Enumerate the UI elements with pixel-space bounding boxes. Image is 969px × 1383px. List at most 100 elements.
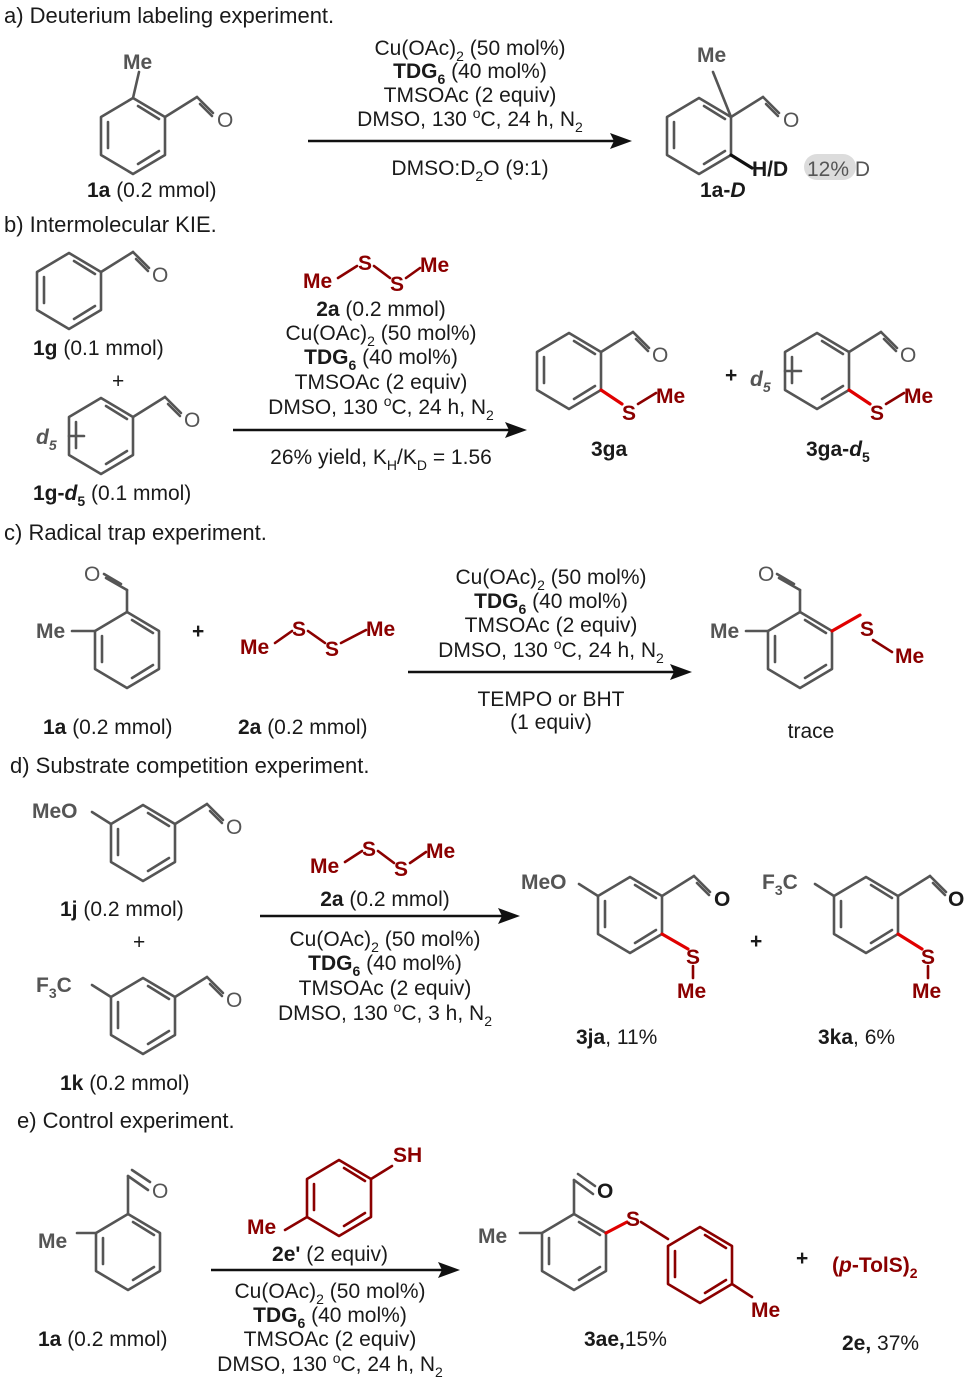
- methyl-label: Me: [656, 385, 685, 408]
- label-1a: 1a (0.2 mmol): [43, 716, 173, 739]
- sulfur-label: S: [860, 618, 874, 641]
- sulfur-label: S: [358, 252, 372, 275]
- reagent-2a: Me S S Me: [303, 252, 449, 296]
- methyl-label: Me: [123, 51, 152, 74]
- condition-solvent: DMSO, 130 oC, 24 h, N2: [268, 393, 494, 423]
- methoxy-label: MeO: [32, 800, 78, 823]
- conditions-a: Cu(OAc)2 (50 mol%) TDG6 (40 mol%) TMSOAc…: [308, 37, 632, 184]
- sulfur-label: S: [390, 273, 404, 296]
- section-b-title: b) Intermolecular KIE.: [4, 212, 217, 237]
- sulfur-label: S: [394, 858, 408, 881]
- plus-sign: +: [796, 1247, 808, 1270]
- plus-sign: +: [725, 364, 737, 387]
- label-1g-d5: 1g-d5 (0.1 mmol): [33, 482, 191, 509]
- sulfur-label: S: [362, 838, 376, 861]
- oxygen-label: O: [714, 888, 730, 911]
- reagent-2a: Me S S Me: [310, 838, 455, 881]
- label-1a: 1a (0.2 mmol): [38, 1328, 168, 1351]
- label-3ga: 3ga: [591, 438, 628, 461]
- section-a: a) Deuterium labeling experiment. Me O 1…: [4, 3, 870, 202]
- methyl-label: Me: [912, 980, 941, 1003]
- hd-label: H/D: [752, 158, 788, 181]
- plus-sign: +: [192, 620, 204, 643]
- label-1j: 1j (0.2 mmol): [60, 898, 184, 921]
- section-b: b) Intermolecular KIE. O 1g (0.1 mmol) +…: [4, 212, 933, 509]
- methyl-label: Me: [420, 254, 449, 277]
- oxygen-label: O: [783, 109, 799, 132]
- methyl-label: Me: [677, 980, 706, 1003]
- molecule-product-c: O Me S Me: [710, 563, 924, 690]
- section-e: e) Control experiment. O Me 1a (0.2 mmol…: [17, 1108, 919, 1380]
- methyl-label: Me: [240, 636, 269, 659]
- condition-tmsoac: TMSOAc (2 equiv): [295, 371, 468, 394]
- molecule-1j: MeO O: [32, 800, 242, 883]
- condition-solvent: DMSO, 130 oC, 3 h, N2: [278, 999, 492, 1029]
- sulfur-label: S: [622, 402, 636, 425]
- label-p-tols-2: (p-TolS)2: [832, 1254, 918, 1281]
- methyl-label: Me: [904, 385, 933, 408]
- sulfur-label: S: [292, 618, 306, 641]
- methyl-label: Me: [36, 620, 65, 643]
- plus-sign: +: [750, 930, 762, 953]
- thiol-label: SH: [393, 1144, 422, 1167]
- condition-tmsoac: TMSOAc (2 equiv): [244, 1328, 417, 1351]
- label-3ka: 3ka, 6%: [818, 1026, 895, 1049]
- condition-solvent: DMSO, 130 oC, 24 h, N2: [217, 1350, 443, 1380]
- molecule-1a: O Me: [36, 563, 161, 690]
- condition-solvent: DMSO, 130 oC, 24 h, N2: [357, 105, 583, 135]
- methyl-label: Me: [710, 620, 739, 643]
- section-d-title: d) Substrate competition experiment.: [10, 753, 370, 778]
- label-2e: 2e, 37%: [842, 1332, 919, 1355]
- molecule-3ga: O S Me: [535, 330, 685, 425]
- condition-additive: TEMPO or BHT: [477, 688, 624, 711]
- label-1a-d: 1a-D: [700, 179, 746, 202]
- deuterium-highlight: [804, 154, 856, 180]
- condition-tdg: TDG6 (40 mol%): [308, 952, 462, 979]
- conditions-c: Cu(OAc)2 (50 mol%) TDG6 (40 mol%) TMSOAc…: [408, 566, 692, 734]
- molecule-1a-d: Me O H/D 12% D: [665, 44, 870, 181]
- oxygen-label: O: [597, 1180, 613, 1203]
- condition-tdg: TDG6 (40 mol%): [304, 346, 458, 373]
- condition-cu: Cu(OAc)2 (50 mol%): [234, 1280, 425, 1307]
- molecule-1a: Me O: [99, 51, 233, 176]
- oxygen-label: O: [184, 409, 200, 432]
- section-a-title: a) Deuterium labeling experiment.: [4, 3, 334, 28]
- section-c-title: c) Radical trap experiment.: [4, 520, 267, 545]
- trifluoromethyl-label: F3C: [36, 974, 72, 1001]
- condition-solvent: DMSO, 130 oC, 24 h, N2: [438, 636, 664, 666]
- molecule-3ja: MeO O S Me: [521, 871, 730, 1003]
- oxygen-label: O: [84, 563, 100, 586]
- molecule-2e-prime: SH Me: [247, 1144, 422, 1239]
- condition-tmsoac: TMSOAc (2 equiv): [299, 977, 472, 1000]
- label-1g: 1g (0.1 mmol): [33, 337, 164, 360]
- section-d: d) Substrate competition experiment. MeO…: [10, 753, 964, 1095]
- label-1k: 1k (0.2 mmol): [60, 1072, 190, 1095]
- label-trace: trace: [788, 720, 835, 743]
- methoxy-label: MeO: [521, 871, 567, 894]
- condition-d2o: DMSO:D2O (9:1): [391, 157, 548, 184]
- conditions-d: 2a (0.2 mmol) Cu(OAc)2 (50 mol%) TDG6 (4…: [260, 888, 520, 1029]
- oxygen-label: O: [652, 344, 668, 367]
- condition-kie: 26% yield, KH/KD = 1.56: [270, 446, 492, 473]
- sulfur-label: S: [686, 946, 700, 969]
- molecule-3ga-d5: O S Me d5: [750, 330, 933, 425]
- trifluoromethyl-label: F3C: [762, 871, 798, 898]
- plus-sign: +: [112, 370, 124, 393]
- section-c: c) Radical trap experiment. O Me 1a (0.2…: [4, 520, 924, 743]
- oxygen-label: O: [226, 816, 242, 839]
- molecule-1a: O Me: [38, 1168, 168, 1292]
- molecule-3ka: F3C O S Me: [762, 871, 964, 1003]
- condition-tmsoac: TMSOAc (2 equiv): [384, 84, 557, 107]
- oxygen-label: O: [948, 888, 964, 911]
- molecule-3ae: O Me S Me: [478, 1172, 780, 1322]
- label-3ae: 3ae,15%: [584, 1328, 667, 1351]
- section-e-title: e) Control experiment.: [17, 1108, 235, 1133]
- sulfur-label: S: [325, 638, 339, 661]
- d5-label: d5: [750, 368, 771, 395]
- oxygen-label: O: [152, 1180, 168, 1203]
- molecule-1k: F3C O: [36, 974, 242, 1056]
- sulfur-label: S: [921, 946, 935, 969]
- conditions-b: 2a (0.2 mmol) Cu(OAc)2 (50 mol%) TDG6 (4…: [233, 298, 527, 473]
- condition-reagent: 2e' (2 equiv): [272, 1243, 388, 1266]
- molecule-1g-d5: O d5: [36, 395, 200, 476]
